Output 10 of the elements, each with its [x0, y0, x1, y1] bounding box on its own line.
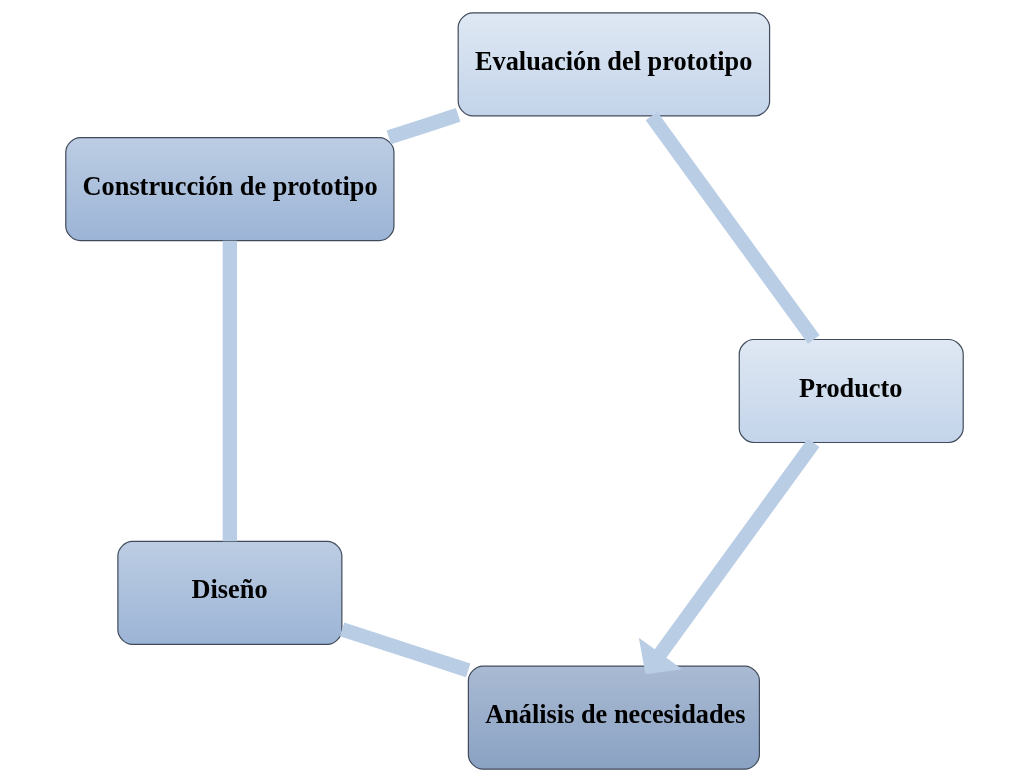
arrow [638, 438, 820, 675]
connector [645, 111, 820, 344]
node-box: Construcción de prototipo [65, 137, 395, 242]
node-box: Diseño [117, 540, 343, 645]
node-box: Producto [738, 338, 964, 444]
connector [339, 622, 471, 678]
node-box: Evaluación del prototipo [457, 12, 771, 117]
node-box: Análisis de necesidades [467, 665, 760, 770]
connector [222, 240, 238, 542]
connector [386, 108, 461, 145]
